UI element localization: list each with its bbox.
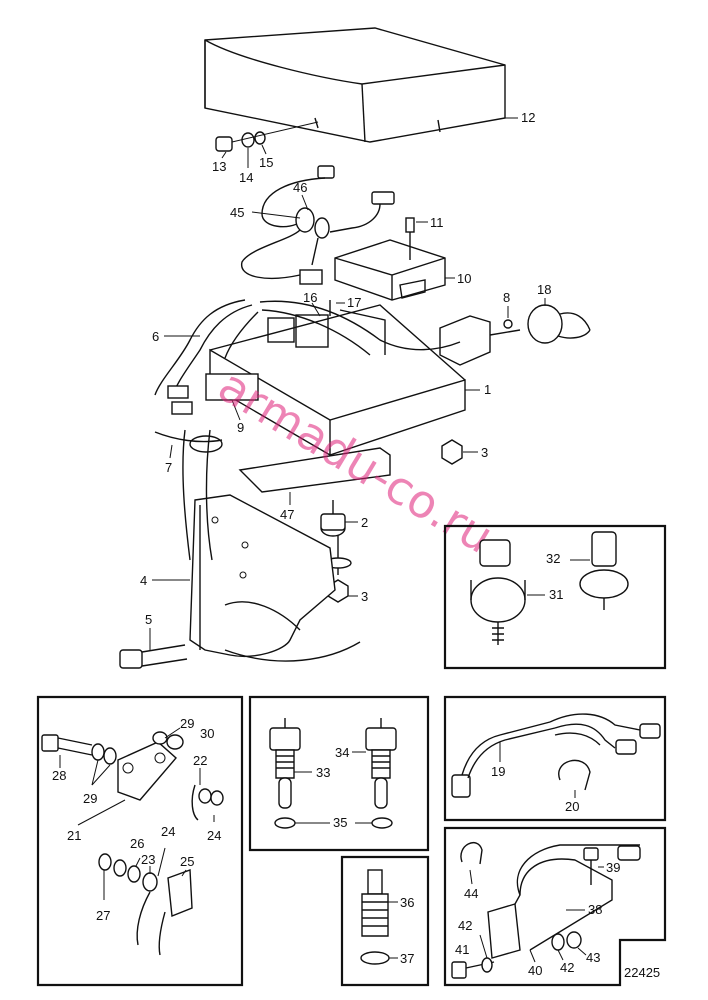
main-assembly: armadu-co.ru 12 13 14 15 46 45 11 10 8 1… bbox=[119, 27, 591, 669]
callout-27: 27 bbox=[96, 908, 110, 923]
callout-25: 25 bbox=[180, 854, 194, 869]
inset-bracket-38-44: 44 39 38 42 41 40 42 43 bbox=[443, 826, 667, 987]
callout-4: 4 bbox=[140, 573, 147, 588]
callout-35: 35 bbox=[333, 815, 347, 830]
figure-id: 22425 bbox=[624, 965, 660, 980]
callout-19: 19 bbox=[491, 764, 505, 779]
callout-43: 43 bbox=[586, 950, 600, 965]
callout-6: 6 bbox=[152, 329, 159, 344]
bar-part-47 bbox=[238, 447, 391, 505]
callout-17: 17 bbox=[347, 295, 361, 310]
callout-3-lower: 3 bbox=[361, 589, 368, 604]
mount-part-2 bbox=[320, 500, 358, 603]
callout-32: 32 bbox=[546, 551, 560, 566]
callout-26: 26 bbox=[130, 836, 144, 851]
callout-28: 28 bbox=[52, 768, 66, 783]
bolt-part-5 bbox=[119, 628, 188, 669]
cable-tie-7 bbox=[154, 431, 223, 459]
callout-9: 9 bbox=[237, 420, 244, 435]
callout-21: 21 bbox=[67, 828, 81, 843]
callout-44: 44 bbox=[464, 886, 478, 901]
callout-45: 45 bbox=[230, 205, 244, 220]
cover-part-12 bbox=[204, 27, 518, 143]
callout-11: 11 bbox=[430, 215, 444, 230]
callout-7: 7 bbox=[165, 460, 172, 475]
callout-42-left: 42 bbox=[458, 918, 472, 933]
callout-15: 15 bbox=[259, 155, 273, 170]
inset-pressure-sensors: 32 31 bbox=[443, 524, 667, 670]
fasteners-13-15 bbox=[215, 121, 319, 168]
inset-cable-19-20: 19 20 bbox=[443, 695, 667, 822]
callout-38: 38 bbox=[588, 902, 602, 917]
frame-part-4 bbox=[152, 429, 361, 662]
plug-8-18 bbox=[439, 298, 591, 366]
callout-12: 12 bbox=[521, 110, 535, 125]
callout-33: 33 bbox=[316, 765, 330, 780]
callout-39: 39 bbox=[606, 860, 620, 875]
callout-13: 13 bbox=[212, 159, 226, 174]
inset-plug-36-37: 36 37 bbox=[340, 855, 430, 987]
callout-46: 46 bbox=[293, 180, 307, 195]
callout-3-upper: 3 bbox=[481, 445, 488, 460]
callout-31: 31 bbox=[549, 587, 563, 602]
callout-47: 47 bbox=[280, 507, 294, 522]
harness-45-46 bbox=[241, 165, 395, 279]
callout-29-bottom: 29 bbox=[83, 791, 97, 806]
callout-29-top: 29 bbox=[180, 716, 194, 731]
connectors-16-17 bbox=[267, 269, 345, 348]
callout-40: 40 bbox=[528, 963, 542, 978]
callout-5: 5 bbox=[145, 612, 152, 627]
callout-1: 1 bbox=[484, 382, 491, 397]
inset-temperature-senders: 33 34 35 bbox=[248, 695, 430, 852]
callout-18: 18 bbox=[537, 282, 551, 297]
callout-2: 2 bbox=[361, 515, 368, 530]
callout-10: 10 bbox=[457, 271, 471, 286]
callout-20: 20 bbox=[565, 799, 579, 814]
nut-part-3-upper bbox=[441, 439, 478, 465]
callout-41: 41 bbox=[455, 942, 469, 957]
callout-34: 34 bbox=[335, 745, 349, 760]
callout-8: 8 bbox=[503, 290, 510, 305]
callout-14: 14 bbox=[239, 170, 253, 185]
harness-6-relay-9 bbox=[154, 299, 461, 421]
callout-24-right: 24 bbox=[207, 828, 221, 843]
callout-24-lower: 24 bbox=[161, 824, 175, 839]
callout-36: 36 bbox=[400, 895, 414, 910]
control-unit-10 bbox=[334, 217, 455, 301]
callout-16: 16 bbox=[303, 290, 317, 305]
callout-42-right: 42 bbox=[560, 960, 574, 975]
callout-37: 37 bbox=[400, 951, 414, 966]
callout-22: 22 bbox=[193, 753, 207, 768]
callout-23: 23 bbox=[141, 852, 155, 867]
inset-switch-assembly: 29 30 22 28 29 23 24 21 26 24 25 27 bbox=[36, 695, 244, 987]
callout-30: 30 bbox=[200, 726, 214, 741]
